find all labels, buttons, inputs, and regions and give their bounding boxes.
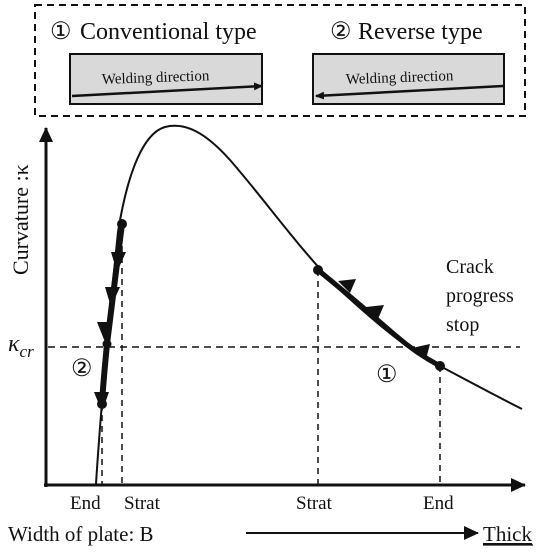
y-axis-label: Curvature :κ [8, 164, 33, 275]
x-thick-label: Thick [483, 522, 532, 546]
conventional-welding-arrow [71, 82, 263, 98]
path2-marker: ② [71, 356, 93, 382]
tick-label-end-right: End [423, 493, 454, 514]
path1-marker: ① [376, 362, 398, 388]
conventional-start-point [313, 265, 323, 275]
conventional-path-arrow-2 [366, 305, 384, 319]
reverse-arrow-label: Welding direction [346, 68, 455, 88]
reverse-welding-arrow [315, 84, 504, 100]
tick-label-strat-right: Strat [296, 493, 333, 514]
legend-box [34, 4, 526, 117]
x-axis-label: Width of plate: B [8, 522, 154, 546]
conventional-arrow-label: Welding direction [102, 68, 211, 88]
crack-annotation-line3: stop [446, 314, 479, 336]
crack-annotation-line1: Crack [446, 256, 494, 278]
legend-reverse-title: Reverse type [358, 19, 483, 45]
kappa-cr-label: κcr [8, 331, 34, 361]
reverse-cross-point [102, 339, 112, 349]
reverse-path-segment [99, 221, 125, 407]
conventional-path-arrow-1 [338, 279, 356, 293]
reverse-path-arrow-3 [97, 322, 112, 342]
conventional-path-arrow-3 [412, 344, 430, 359]
tick-label-end-left: End [70, 493, 101, 514]
reverse-end-point [97, 399, 107, 409]
reverse-path-arrow-1 [111, 252, 126, 272]
conventional-end-point [435, 361, 445, 371]
reverse-start-point [117, 219, 127, 229]
tick-label-strat-left: Strat [124, 493, 161, 514]
legend-conventional-title: Conventional type [80, 19, 257, 45]
crack-annotation-line2: progress [446, 285, 514, 307]
legend-conventional-number: ① [50, 19, 72, 45]
reverse-path-arrow-2 [105, 287, 120, 307]
legend-reverse-number: ② [330, 19, 352, 45]
